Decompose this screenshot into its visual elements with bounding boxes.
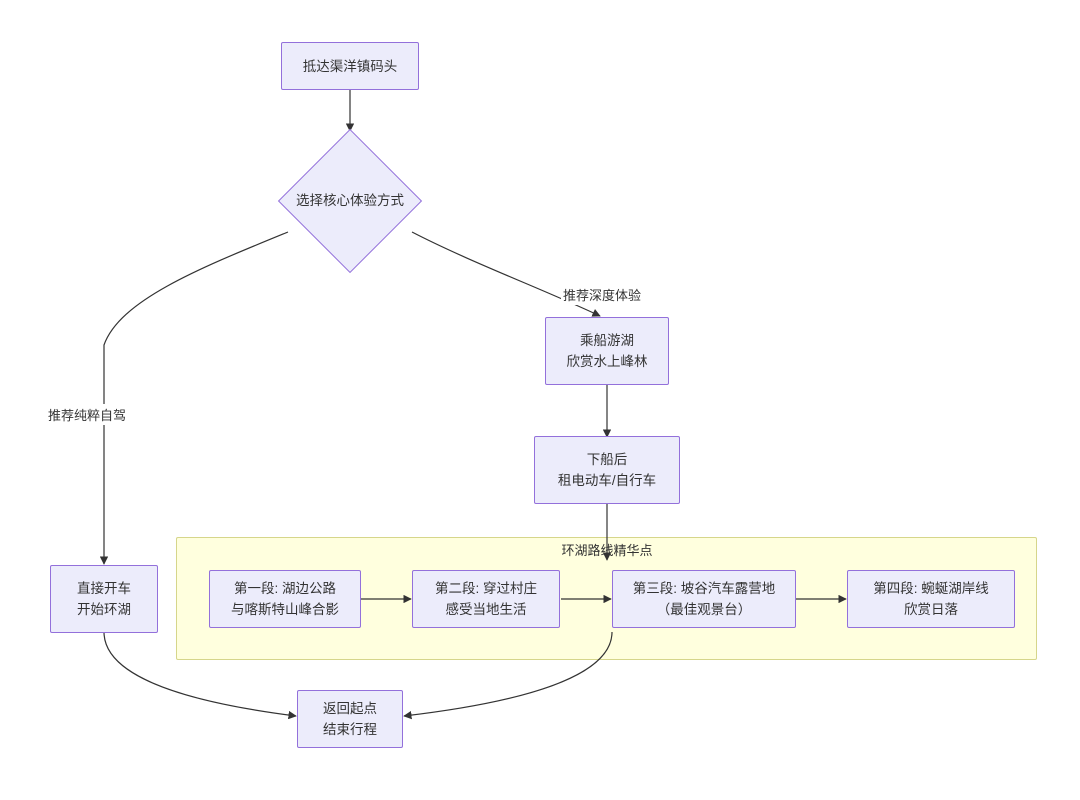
edge-choice-to-drive: [99, 231, 289, 565]
node-seg1-line-2: 与喀斯特山峰合影: [231, 602, 339, 617]
node-seg1-line-1: 第一段: 湖边公路: [233, 581, 336, 596]
node-seg1[interactable]: 第一段: 湖边公路 与喀斯特山峰合影: [209, 570, 361, 628]
node-start-line-1: 抵达渠洋镇码头: [302, 58, 398, 74]
node-choice-label: 选择核心体验方式: [296, 193, 404, 208]
node-choice[interactable]: 选择核心体验方式: [277, 128, 423, 274]
node-boat[interactable]: 乘船游湖 欣赏水上峰林: [545, 317, 669, 385]
node-boat-line-1: 乘船游湖: [580, 333, 634, 348]
node-drive[interactable]: 直接开车 开始环湖: [50, 565, 158, 633]
node-seg3-line-2: （最佳观景台）: [656, 602, 752, 617]
node-seg2[interactable]: 第二段: 穿过村庄 感受当地生活: [412, 570, 560, 628]
node-seg2-line-1: 第二段: 穿过村庄: [434, 581, 537, 596]
node-seg4-line-2: 欣赏日落: [904, 602, 958, 617]
edge-label-self-drive: 推荐纯粹自驾: [46, 404, 129, 425]
node-seg3[interactable]: 第三段: 坡谷汽车露营地 （最佳观景台）: [612, 570, 796, 628]
node-seg4[interactable]: 第四段: 蜿蜒湖岸线 欣赏日落: [847, 570, 1015, 628]
node-rent-line-1: 下船后: [586, 452, 628, 467]
node-drive-line-2: 开始环湖: [77, 602, 131, 617]
node-end-line-2: 结束行程: [323, 722, 377, 737]
node-end[interactable]: 返回起点 结束行程: [297, 690, 403, 748]
cluster-title: 环湖路线精华点: [561, 543, 653, 558]
node-rent-line-2: 租电动车/自行车: [557, 473, 657, 488]
node-seg2-line-2: 感受当地生活: [445, 602, 527, 617]
node-seg4-line-1: 第四段: 蜿蜒湖岸线: [873, 581, 989, 596]
edge-label-deep-experience: 推荐深度体验: [561, 284, 644, 305]
node-end-line-1: 返回起点: [323, 701, 377, 716]
node-rent[interactable]: 下船后 租电动车/自行车: [534, 436, 680, 504]
node-boat-line-2: 欣赏水上峰林: [566, 354, 648, 369]
node-drive-line-1: 直接开车: [77, 581, 131, 596]
node-seg3-line-1: 第三段: 坡谷汽车露营地: [632, 581, 776, 596]
node-start[interactable]: 抵达渠洋镇码头: [281, 42, 419, 90]
